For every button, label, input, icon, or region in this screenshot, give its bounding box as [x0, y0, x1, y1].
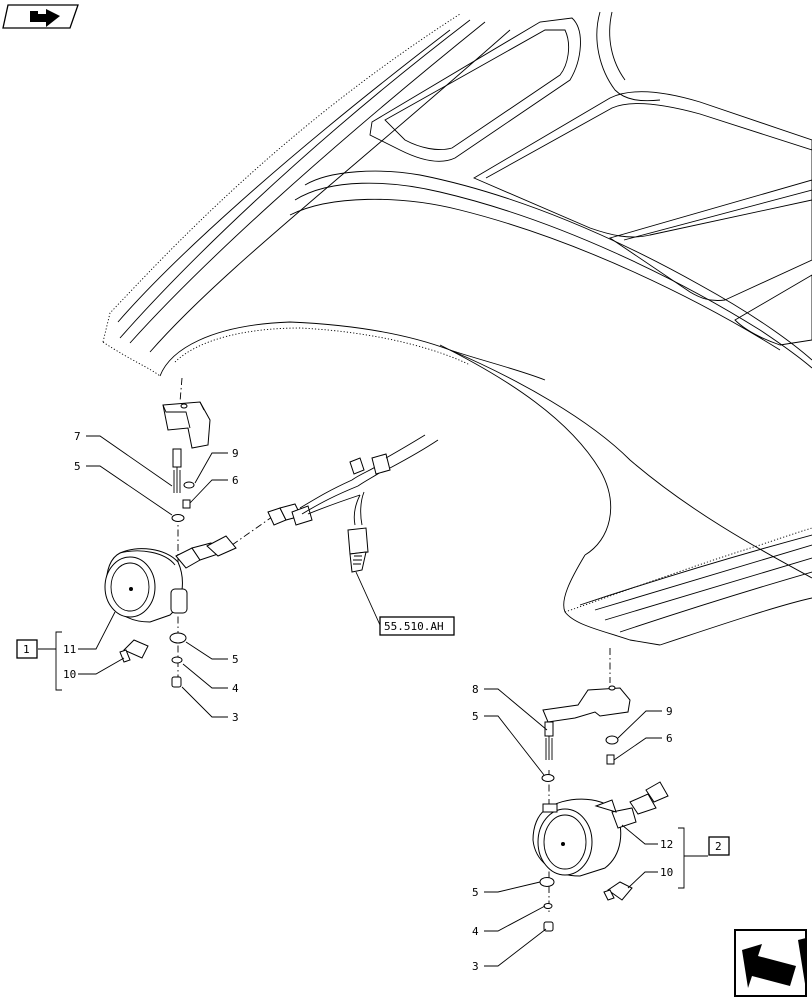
- left-washer-9: [183, 481, 195, 489]
- right-work-lamp: [532, 781, 669, 877]
- callout-5-right-lower[interactable]: 5: [472, 886, 479, 899]
- callout-9-right[interactable]: 9: [666, 705, 673, 718]
- assembly-ref-box-2[interactable]: 2: [708, 836, 730, 856]
- callout-10-right[interactable]: 10: [660, 866, 673, 879]
- callout-3-right[interactable]: 3: [472, 960, 479, 973]
- callout-4-right[interactable]: 4: [472, 925, 479, 938]
- assembly-ref-label-1: 1: [23, 643, 30, 656]
- left-mounting-bracket: [162, 401, 211, 449]
- right-callouts: 8 5 9 6 12 10 5 4 3: [472, 683, 673, 973]
- left-bracket-bolt: [172, 448, 182, 493]
- right-washer-5-lower: [539, 877, 555, 887]
- right-nut-3: [543, 921, 554, 932]
- assembly-ref-box-1[interactable]: 1: [16, 639, 38, 659]
- left-washer-5-upper: [171, 514, 185, 522]
- harness-reference-box[interactable]: 55.510.AH: [379, 616, 455, 636]
- left-leader-lines: [38, 435, 228, 718]
- cab-roof: [102, 11, 812, 646]
- left-screw-6: [182, 499, 191, 509]
- harness-reference-label: 55.510.AH: [384, 620, 444, 633]
- next-page-arrow-icon[interactable]: [734, 929, 807, 997]
- callout-7-left[interactable]: 7: [74, 430, 81, 443]
- right-mounting-bracket: [542, 685, 631, 723]
- callout-4-left[interactable]: 4: [232, 682, 239, 695]
- callout-10-left[interactable]: 10: [63, 668, 76, 681]
- assembly-ref-label-2: 2: [715, 840, 722, 853]
- callout-6-right[interactable]: 6: [666, 732, 673, 745]
- left-bulb: [119, 639, 149, 663]
- right-leader-lines: [484, 688, 708, 967]
- callout-9-left[interactable]: 9: [232, 447, 239, 460]
- callout-5-right-upper[interactable]: 5: [472, 710, 479, 723]
- right-screw-6: [606, 754, 615, 765]
- callout-3-left[interactable]: 3: [232, 711, 239, 724]
- view-navigation-icon[interactable]: [2, 4, 79, 29]
- right-washer-5-upper: [541, 774, 555, 782]
- wiring-harness: [267, 434, 439, 626]
- callout-6-left[interactable]: 6: [232, 474, 239, 487]
- left-nut-3: [171, 676, 182, 688]
- callout-5-left-lower[interactable]: 5: [232, 653, 239, 666]
- callout-5-left-upper[interactable]: 5: [74, 460, 81, 473]
- callout-11-left[interactable]: 11: [63, 643, 76, 656]
- right-washer-4: [543, 903, 553, 909]
- left-callouts: 7 5 9 6 11 10 5 4 3: [63, 430, 239, 724]
- callout-12-right[interactable]: 12: [660, 838, 673, 851]
- left-work-lamp: [104, 535, 237, 623]
- right-washer-9: [605, 735, 619, 745]
- left-washer-4: [171, 656, 183, 664]
- left-washer-5-lower: [169, 632, 187, 644]
- callout-8-right[interactable]: 8: [472, 683, 479, 696]
- right-bracket-bolt: [544, 721, 554, 760]
- right-bulb: [603, 881, 633, 901]
